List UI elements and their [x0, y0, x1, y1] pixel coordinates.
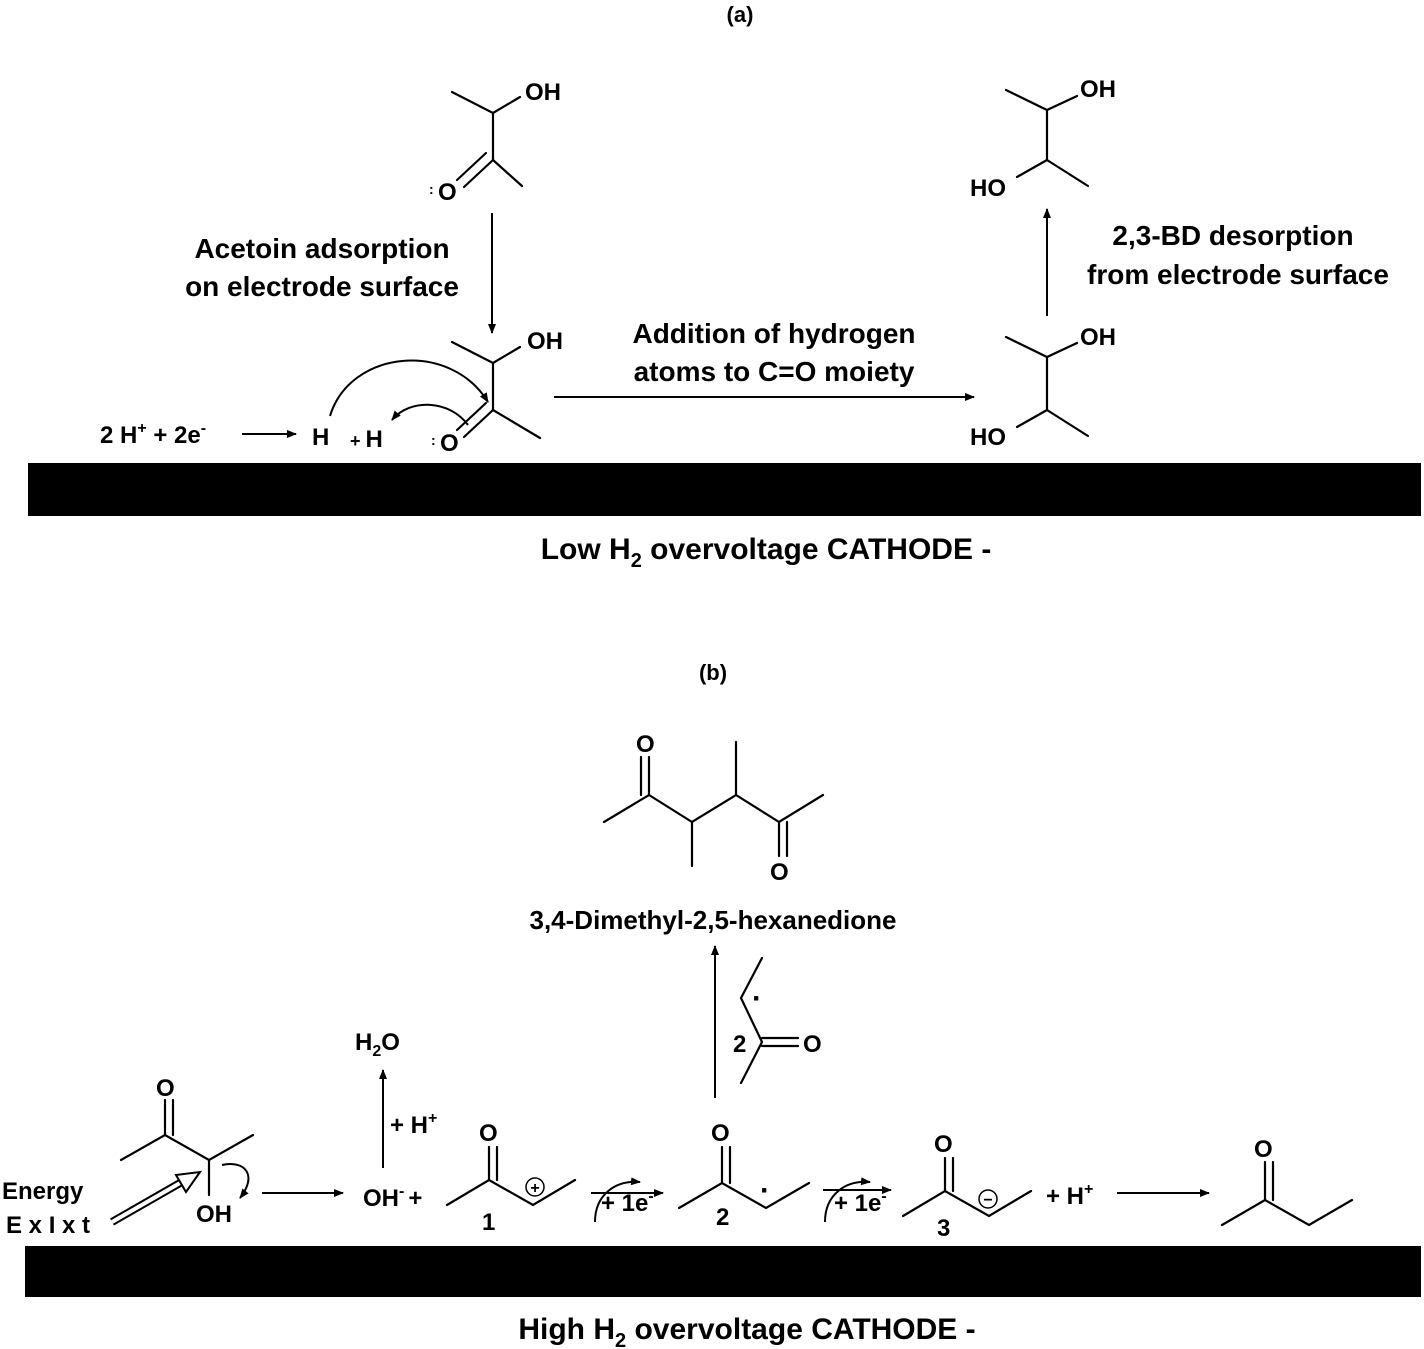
cation-1-o-label: O	[479, 1120, 498, 1147]
low-overvoltage-cathode-bar	[28, 463, 1421, 516]
electron-addition-2-label: + 1e-	[834, 1188, 887, 1217]
cation-number-label: 1	[482, 1209, 495, 1236]
adsorbed-acetoin-molecule: OH O :	[431, 328, 563, 457]
adsorbed-butanediol-molecule: OH HO	[970, 324, 1116, 451]
curved-arrow-h-to-carbon	[329, 359, 489, 417]
radical-2-o-label: O	[711, 1120, 730, 1147]
desorbed-butanediol-ho-label: HO	[970, 175, 1006, 202]
energy-input-hollow-arrow	[110, 1170, 203, 1226]
curved-arrow-oh-leaving	[221, 1163, 250, 1199]
cation-charge-sign: +	[530, 1180, 539, 1197]
anion-3-o-label: O	[934, 1131, 953, 1158]
high-overvoltage-cathode-label: High H2 overvoltage CATHODE -	[518, 1313, 975, 1349]
acetoin-molecule-b: O OH	[119, 1075, 255, 1228]
acyl-cation-1: O + 1	[445, 1120, 577, 1236]
dione-o-bottom: O	[770, 859, 789, 886]
hydrogen-atom-1: H	[312, 424, 329, 451]
acetoin-b-o-label: O	[156, 1075, 175, 1102]
low-overvoltage-cathode-label: Low H2 overvoltage CATHODE -	[541, 533, 992, 572]
lone-pair-mark: :	[429, 181, 434, 197]
addition-caption-line1: Addition of hydrogen	[632, 318, 915, 349]
butanone-molecule: O	[1220, 1136, 1354, 1227]
negative-charge-icon	[978, 1189, 998, 1209]
acetoin-molecule-top: OH O :	[429, 79, 561, 206]
curved-arrow-co-to-h	[391, 403, 469, 426]
water-label: H2O	[355, 1029, 400, 1060]
acetoin-o-label: O	[438, 179, 457, 206]
anion-number-label: 3	[937, 1215, 950, 1242]
dione-o-top: O	[636, 731, 655, 758]
electron-addition-1-label: + 1e-	[601, 1188, 654, 1217]
desorption-caption-line2: from electrode surface	[1087, 259, 1389, 290]
hydrogen-atom-2: + H	[350, 426, 383, 453]
radical-reagent-o: O	[803, 1031, 822, 1058]
product-name-label: 3,4-Dimethyl-2,5-hexanedione	[530, 905, 897, 935]
panel-b-label: (b)	[699, 660, 727, 685]
energy-label: Energy	[2, 1178, 84, 1205]
addition-caption-line2: atoms to C=O moiety	[634, 356, 915, 387]
electron-curved-arrow-1	[594, 1177, 641, 1223]
adsorption-caption-line2: on electrode surface	[185, 271, 459, 302]
proton-reduction-equation: 2 H+ + 2e-	[100, 420, 206, 449]
adsorption-caption: Acetoin adsorption	[194, 233, 449, 264]
positive-charge-icon	[525, 1177, 545, 1197]
radical-2-dot: ·	[760, 1174, 770, 1207]
radical-reagent-coefficient: 2	[733, 1031, 746, 1058]
proton-addition-label: + H+	[390, 1110, 437, 1139]
anion-charge-sign: −	[983, 1192, 992, 1209]
energy-formula-label: E x I x t	[6, 1212, 90, 1239]
desorption-caption-line1: 2,3-BD desorption	[1112, 220, 1353, 251]
radical-reagent: · 2 O	[733, 956, 822, 1085]
hydroxide-label: OH-+	[363, 1183, 422, 1212]
acetoin-oh-label: OH	[525, 79, 561, 106]
adsorbed-acetoin-oh-label: OH	[527, 328, 563, 355]
acyl-radical-2: O · 2	[677, 1120, 811, 1231]
desorbed-butanediol-molecule: OH HO	[970, 76, 1116, 202]
butanone-o-label: O	[1254, 1136, 1273, 1163]
protonation-label: + H+	[1046, 1181, 1093, 1210]
panel-a-label: (a)	[727, 2, 754, 27]
acyl-anion-3: O − 3	[901, 1131, 1033, 1242]
butanediol-ho-label: HO	[970, 424, 1006, 451]
radical-dot: ·	[752, 982, 762, 1015]
adsorbed-acetoin-o-label: O	[440, 430, 459, 457]
acetoin-b-oh-label: OH	[196, 1201, 232, 1228]
high-overvoltage-cathode-bar	[25, 1246, 1421, 1297]
lone-pair-mark-adsorbed: :	[431, 432, 436, 448]
radical-number-label: 2	[716, 1204, 729, 1231]
electron-curved-arrow-2	[824, 1177, 871, 1223]
dimethylhexanedione-molecule: O O	[602, 731, 825, 886]
desorbed-butanediol-oh-label: OH	[1080, 76, 1116, 103]
butanediol-oh-label: OH	[1080, 324, 1116, 351]
